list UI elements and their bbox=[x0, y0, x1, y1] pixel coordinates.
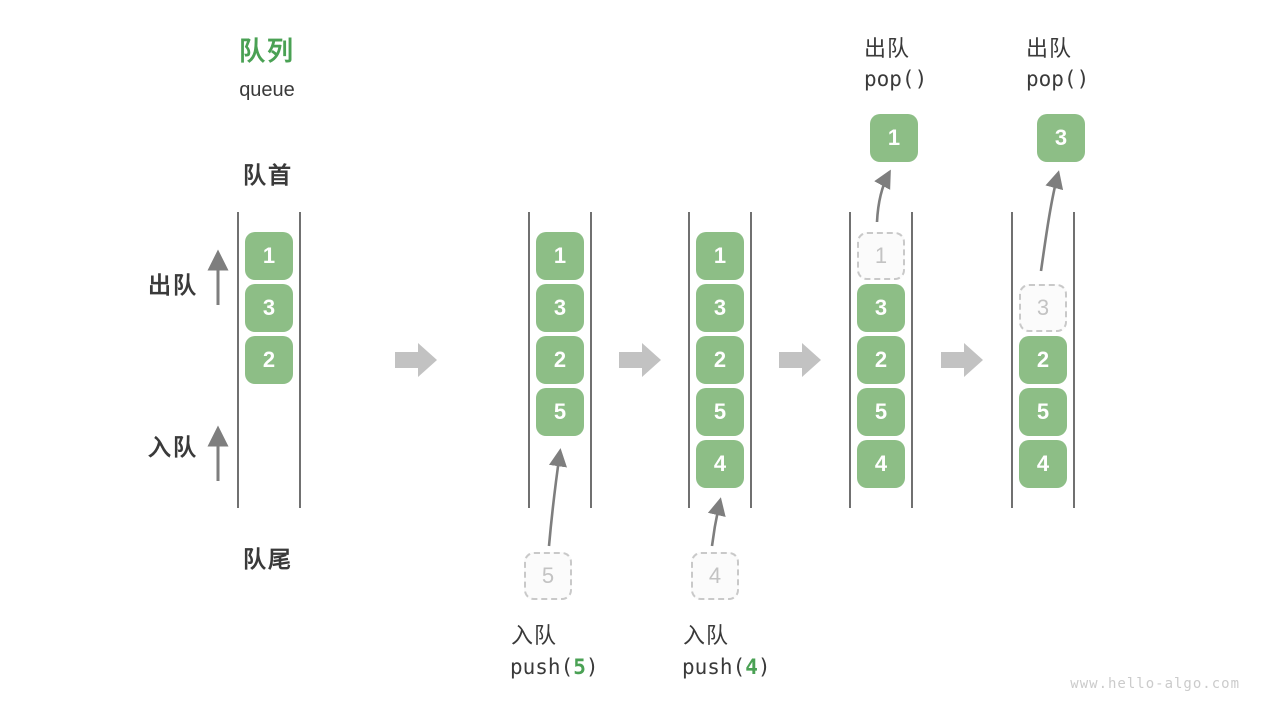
queue-item: 3 bbox=[696, 284, 744, 332]
page-subtitle: queue bbox=[239, 79, 295, 101]
queue-front-label: 队首 bbox=[243, 162, 293, 188]
queue-item: 2 bbox=[1019, 336, 1067, 384]
queue-item: 4 bbox=[1019, 440, 1067, 488]
code-arg: 4 bbox=[745, 655, 758, 679]
dequeue-call: pop() bbox=[864, 67, 928, 91]
queue-item: 1 bbox=[536, 232, 584, 280]
dequeue-arrow-3 bbox=[1039, 170, 1064, 272]
dequeue-side-label: 出队 bbox=[148, 272, 198, 298]
pending-item: 4 bbox=[691, 552, 739, 600]
popped-item: 1 bbox=[870, 114, 918, 162]
code-close: ) bbox=[585, 655, 599, 679]
dequeue-call: pop() bbox=[1026, 67, 1090, 91]
dequeue-label: 出队 bbox=[1026, 36, 1073, 61]
queue-item: 4 bbox=[857, 440, 905, 488]
queue-item-ghost: 1 bbox=[857, 232, 905, 280]
queue-item: 2 bbox=[536, 336, 584, 384]
watermark: www.hello-algo.com bbox=[1070, 676, 1240, 692]
enqueue-label: 入队 bbox=[511, 623, 558, 648]
queue-item: 4 bbox=[696, 440, 744, 488]
code-fn: push( bbox=[682, 655, 746, 679]
page-title: 队列 bbox=[238, 36, 295, 66]
queue-item: 3 bbox=[245, 284, 293, 332]
code-fn: push( bbox=[510, 655, 574, 679]
enqueue-arrow-5 bbox=[547, 448, 567, 547]
title-block: 队列 queue bbox=[203, 31, 331, 102]
transition-arrow-1 bbox=[395, 343, 437, 377]
queue-item: 5 bbox=[536, 388, 584, 436]
dequeue-arrow-1 bbox=[874, 169, 891, 223]
code-arg: 5 bbox=[573, 655, 586, 679]
enqueue-label: 入队 bbox=[683, 623, 730, 648]
queue-item: 1 bbox=[696, 232, 744, 280]
queue-item: 3 bbox=[536, 284, 584, 332]
pending-item: 5 bbox=[524, 552, 572, 600]
queue-item-ghost: 3 bbox=[1019, 284, 1067, 332]
queue-item: 2 bbox=[696, 336, 744, 384]
queue-item: 5 bbox=[1019, 388, 1067, 436]
transition-arrow-2 bbox=[619, 343, 661, 377]
enqueue-arrow-4 bbox=[707, 497, 726, 547]
transition-arrow-4 bbox=[941, 343, 983, 377]
queue-item: 2 bbox=[857, 336, 905, 384]
queue-item: 5 bbox=[857, 388, 905, 436]
enqueue-call: push(5) bbox=[510, 655, 599, 679]
queue-rear-label: 队尾 bbox=[243, 546, 293, 572]
enqueue-call: push(4) bbox=[682, 655, 771, 679]
popped-item: 3 bbox=[1037, 114, 1085, 162]
queue-item: 2 bbox=[245, 336, 293, 384]
queue-item: 1 bbox=[245, 232, 293, 280]
queue-item: 3 bbox=[857, 284, 905, 332]
dequeue-label: 出队 bbox=[864, 36, 911, 61]
queue-item: 5 bbox=[696, 388, 744, 436]
enqueue-side-label: 入队 bbox=[148, 434, 198, 460]
transition-arrow-3 bbox=[779, 343, 821, 377]
code-close: ) bbox=[757, 655, 771, 679]
